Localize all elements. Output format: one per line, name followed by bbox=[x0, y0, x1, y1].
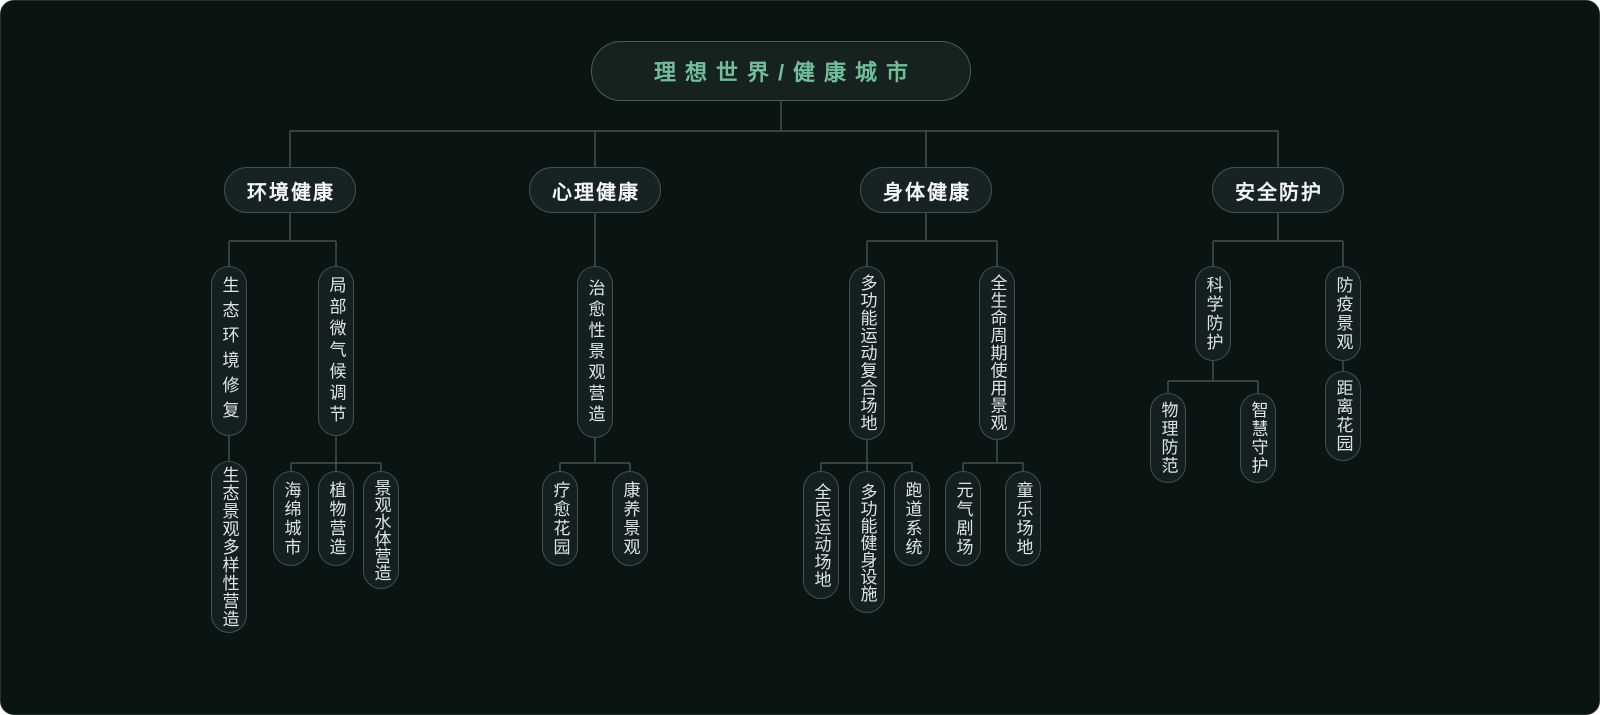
node-smart-guardianship[interactable]: 智慧守护 bbox=[1240, 393, 1276, 483]
node-wellness-landscape[interactable]: 康养景观 bbox=[612, 471, 648, 566]
node-environment-health[interactable]: 环境健康 bbox=[224, 167, 356, 213]
node-eco-environment-restoration[interactable]: 生态环境修复 bbox=[211, 266, 247, 436]
node-safety-protection[interactable]: 安全防护 bbox=[1212, 167, 1344, 213]
connector-safety-branch bbox=[1167, 213, 1344, 393]
connector-mental-branch bbox=[559, 213, 631, 471]
node-multifunction-sports-complex[interactable]: 多功能运动复合场地 bbox=[849, 266, 885, 440]
connector-physical-branch bbox=[820, 213, 1024, 471]
node-mental-health[interactable]: 心理健康 bbox=[529, 167, 661, 213]
node-running-track-system[interactable]: 跑道系统 bbox=[894, 471, 930, 566]
node-plant-creation[interactable]: 植物营造 bbox=[318, 471, 354, 566]
node-scientific-protection[interactable]: 科学防护 bbox=[1195, 266, 1231, 361]
node-full-lifecycle-landscape[interactable]: 全生命周期使用景观 bbox=[979, 266, 1015, 440]
node-eco-landscape-diversity[interactable]: 生态景观多样性营造 bbox=[211, 461, 247, 633]
node-local-microclimate-regulation[interactable]: 局部微气候调节 bbox=[318, 266, 354, 436]
node-healing-landscape-creation[interactable]: 治愈性景观营造 bbox=[577, 266, 613, 438]
node-landscape-water-creation[interactable]: 景观水体营造 bbox=[363, 471, 399, 589]
connector-environment-branch bbox=[228, 213, 382, 471]
node-vitality-theater[interactable]: 元气剧场 bbox=[945, 471, 981, 566]
node-ideal-world-healthy-city[interactable]: 理想世界/健康城市 bbox=[591, 41, 971, 101]
node-public-sports-ground[interactable]: 全民运动场地 bbox=[803, 471, 839, 599]
node-sponge-city[interactable]: 海绵城市 bbox=[273, 471, 309, 566]
node-physical-health[interactable]: 身体健康 bbox=[860, 167, 992, 213]
node-healing-garden[interactable]: 疗愈花园 bbox=[542, 471, 578, 566]
node-epidemic-prevention-landscape[interactable]: 防疫景观 bbox=[1325, 266, 1361, 361]
node-distance-garden[interactable]: 距离花园 bbox=[1325, 371, 1361, 461]
node-physical-prevention[interactable]: 物理防范 bbox=[1150, 393, 1186, 483]
node-multifunction-fitness-facilities[interactable]: 多功能健身设施 bbox=[849, 471, 885, 613]
node-children-play-area[interactable]: 童乐场地 bbox=[1005, 471, 1041, 566]
connector-root-to-branches bbox=[289, 101, 1279, 167]
